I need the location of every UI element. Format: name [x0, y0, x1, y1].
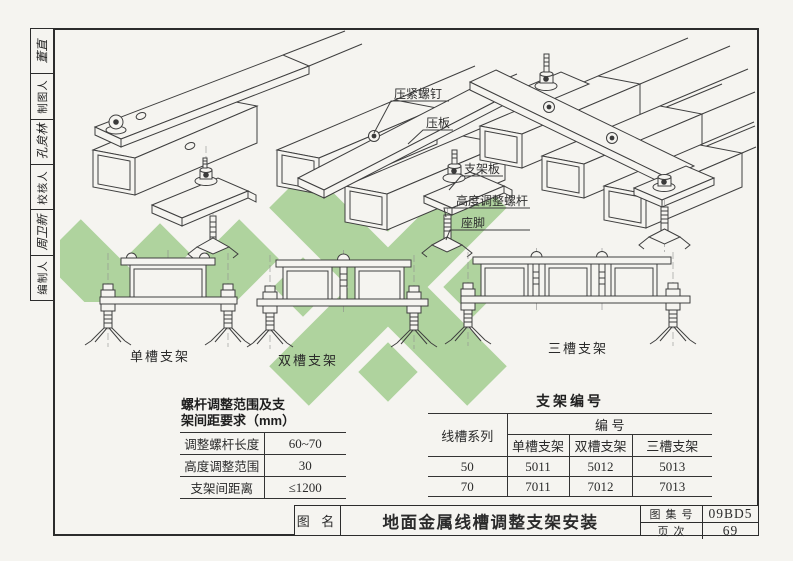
- compiler-signature: 周卫新: [31, 210, 53, 256]
- page-number-label: 页 次: [641, 523, 703, 539]
- annotation-height-rod: 高度调整螺杆: [443, 193, 530, 218]
- title-block: 图 名 地面金属线槽调整支架安装 图 集 号 09BD5 页 次 69: [294, 505, 759, 539]
- atlas-number-row: 图 集 号 09BD5: [641, 506, 758, 523]
- checker-signature: 孔炱林: [31, 120, 53, 165]
- bracket-number-table-title: 支架编号: [536, 393, 604, 409]
- drawing-canvas: 压紧螺钉 压板 支架板 高度调整螺杆 座脚: [60, 30, 757, 406]
- atlas-number-value: 09BD5: [708, 506, 753, 521]
- svg-text:压紧螺钉: 压紧螺钉: [394, 87, 442, 101]
- table-row: 支架间距离 ≤1200: [180, 476, 346, 499]
- elevation-triple-trough: 三槽支架: [444, 248, 697, 356]
- table-row: 50 5011 5012 5013: [428, 456, 712, 477]
- iso-double-trough-drawing: 压紧螺钉 压板 支架板 高度调整螺杆 座脚: [275, 65, 561, 258]
- compiler-label: 编制人: [36, 260, 49, 296]
- drafter-label: 制图人: [31, 74, 53, 120]
- annotation-seat-foot: 座脚: [445, 215, 530, 241]
- drafter-signature: 董直: [31, 29, 53, 75]
- svg-text:高度调整螺杆: 高度调整螺杆: [456, 193, 528, 208]
- checker-label: 校核人: [31, 165, 53, 211]
- title-block-right: 图 集 号 09BD5 页 次 69: [641, 506, 758, 539]
- table-row: 70 7011 7012 7013: [428, 476, 712, 497]
- page-number-value: 69: [722, 523, 739, 538]
- table-row: 调整螺杆长度 60~70: [180, 432, 346, 455]
- annotation-bracket-plate: 支架板: [448, 162, 503, 191]
- drawing-name-label: 图 名: [295, 506, 341, 535]
- signature-strip: 董直 制图人 孔炱林 校核人 周卫新 编制人: [30, 28, 54, 301]
- table-row: 高度调整范围 30: [180, 454, 346, 477]
- bracket-number-table: 线槽系列 编 号 单槽支架 双槽支架 三槽支架 50 5011 5012 501…: [428, 413, 712, 497]
- iso-single-trough-drawing: [91, 30, 363, 259]
- svg-text:支架板: 支架板: [464, 162, 500, 176]
- caption-double: 双槽支架: [278, 353, 338, 368]
- annotation-press-plate: 压板: [407, 116, 453, 145]
- svg-text:座脚: 座脚: [461, 215, 485, 230]
- table-header-row: 线槽系列 编 号: [428, 413, 712, 457]
- atlas-number-label: 图 集 号: [641, 506, 703, 522]
- group-header: 编 号: [506, 413, 712, 435]
- elevation-single-trough: 单槽支架: [84, 250, 252, 364]
- drawing-title: 地面金属线槽调整支架安装: [341, 506, 641, 535]
- iso-triple-trough-drawing: [468, 37, 757, 252]
- caption-triple: 三槽支架: [548, 341, 608, 356]
- elevation-double-trough: 双槽支架: [246, 250, 438, 368]
- svg-text:压板: 压板: [426, 116, 450, 130]
- col1-header: 线槽系列: [428, 413, 507, 457]
- caption-single: 单槽支架: [130, 349, 190, 364]
- page-number-row: 页 次 69: [641, 523, 758, 539]
- screw-range-table-title: 螺杆调整范围及支 架间距要求（mm）: [181, 397, 296, 428]
- table-subheader-row: 单槽支架 双槽支架 三槽支架: [428, 434, 712, 457]
- annotation-press-screw: 压紧螺钉: [373, 87, 449, 134]
- screw-range-table: 调整螺杆长度 60~70 高度调整范围 30 支架间距离 ≤1200: [180, 432, 346, 499]
